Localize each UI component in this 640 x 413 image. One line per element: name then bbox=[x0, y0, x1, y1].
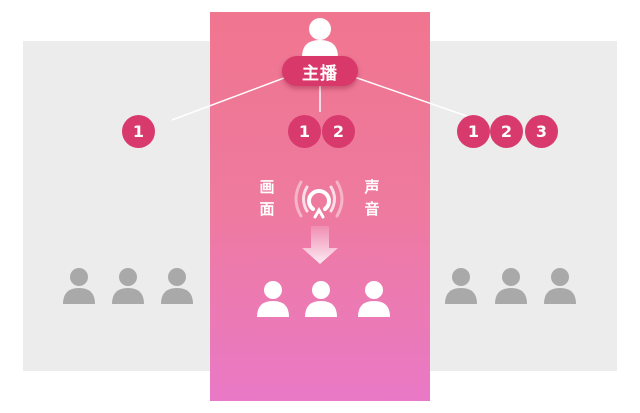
label-video-char-2: 面 bbox=[259, 200, 275, 218]
connector-right bbox=[339, 71, 479, 121]
broadcast-icon bbox=[294, 180, 344, 219]
center-number-2: 2 bbox=[322, 115, 355, 148]
left-audience-user-icon bbox=[161, 268, 193, 304]
center-audience-user-icon bbox=[358, 281, 390, 317]
label-video-char-1: 画 bbox=[259, 178, 275, 196]
host-user-icon bbox=[302, 18, 338, 57]
right-number-1: 1 bbox=[457, 115, 490, 148]
label-audio-char-1: 声 bbox=[364, 178, 380, 196]
right-number-2: 2 bbox=[490, 115, 523, 148]
center-number-1: 1 bbox=[288, 115, 321, 148]
left-audience-user-icon bbox=[112, 268, 144, 304]
arrow-down-icon bbox=[302, 226, 338, 264]
right-audience-user-icon bbox=[544, 268, 576, 304]
left-panel bbox=[23, 41, 218, 371]
right-panel bbox=[422, 41, 617, 371]
right-number-3: 3 bbox=[525, 115, 558, 148]
right-audience-user-icon bbox=[445, 268, 477, 304]
right-audience-user-icon bbox=[495, 268, 527, 304]
label-video: 画 面 bbox=[257, 176, 277, 220]
connector-left bbox=[171, 71, 301, 121]
left-number-1: 1 bbox=[122, 115, 155, 148]
center-audience-user-icon bbox=[305, 281, 337, 317]
label-audio-char-2: 音 bbox=[364, 200, 380, 218]
label-audio: 声 音 bbox=[362, 176, 382, 220]
host-badge: 主播 bbox=[282, 56, 358, 86]
center-audience-user-icon bbox=[257, 281, 289, 317]
left-audience-user-icon bbox=[63, 268, 95, 304]
